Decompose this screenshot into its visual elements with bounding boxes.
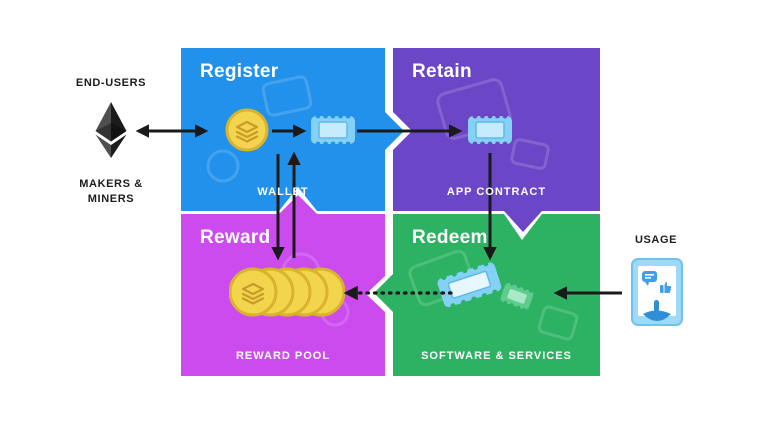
hand-icon (643, 300, 671, 321)
wallet-ticket-icon (311, 113, 355, 147)
coin-stack-icon (229, 267, 345, 317)
reward-title: Reward (200, 227, 271, 248)
chat-bubble-icon (642, 271, 657, 286)
ethereum-icon (95, 102, 127, 158)
register-watermark (206, 75, 313, 183)
app-contract-ticket-icon (468, 113, 512, 147)
makers-miners-label: MAKERS & MINERS (61, 177, 161, 207)
retain-title: Retain (412, 61, 472, 82)
wallet-caption: WALLET (257, 186, 309, 198)
miners-line: MINERS (87, 193, 135, 205)
software-services-caption: SOFTWARE & SERVICES (421, 350, 572, 362)
thumbs-up-icon (660, 281, 672, 293)
register-quadrant: Register (181, 48, 385, 211)
redeem-title: Redeem (412, 227, 488, 248)
redeem-tickets-icon (437, 261, 534, 312)
token-coin-icon (225, 108, 269, 152)
usage-label: USAGE (634, 234, 678, 246)
app-contract-caption: APP CONTRACT (446, 186, 547, 198)
reward-pool-caption: REWARD POOL (235, 350, 331, 362)
makers-line: MAKERS & (79, 178, 143, 190)
tablet-icon (631, 258, 683, 326)
register-title: Register (200, 61, 279, 82)
end-users-label: END-USERS (75, 77, 147, 89)
